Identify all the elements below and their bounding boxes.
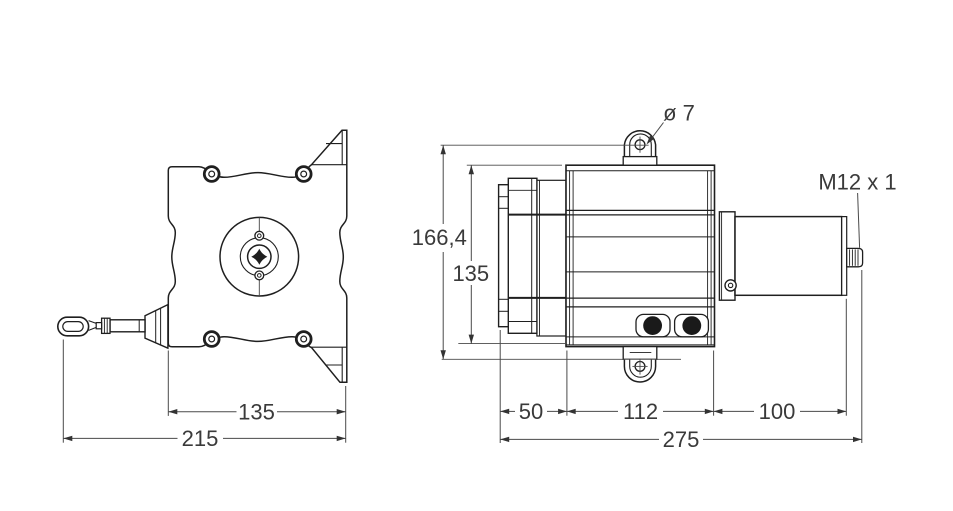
connector-body bbox=[734, 215, 843, 297]
side-connector-length-label: 100 bbox=[759, 399, 796, 424]
wire-outlet-cone bbox=[144, 303, 169, 350]
side-body-height-label: 135 bbox=[452, 261, 489, 286]
side-view bbox=[497, 130, 864, 383]
hub-screw-bottom bbox=[254, 270, 265, 281]
plate-front-face bbox=[497, 183, 510, 328]
hole-diameter-leader bbox=[646, 122, 664, 145]
screw-top-left bbox=[202, 165, 221, 183]
top-bracket bbox=[311, 130, 347, 166]
hub-screw-top bbox=[254, 230, 265, 241]
front-view bbox=[56, 129, 348, 384]
connector-cap bbox=[841, 216, 848, 296]
connector-assembly bbox=[718, 211, 864, 301]
screw-bottom-right bbox=[294, 330, 313, 348]
wire-link bbox=[95, 322, 103, 330]
indicator-dot-left bbox=[643, 316, 662, 335]
dim-front-plate-width bbox=[168, 409, 346, 415]
plate-slab bbox=[507, 177, 538, 335]
wire-assembly bbox=[56, 303, 169, 350]
dim-side-connector-length bbox=[713, 408, 847, 415]
side-overall-length-label: 275 bbox=[663, 427, 700, 452]
front-plate-width-label: 135 bbox=[238, 399, 275, 424]
bottom-bracket bbox=[311, 346, 347, 383]
thread-size-label: M12 x 1 bbox=[818, 170, 896, 195]
side-flange-depth-label: 50 bbox=[519, 399, 543, 424]
dim-side-body-length bbox=[566, 408, 714, 415]
wire-rod bbox=[109, 319, 146, 333]
thread-leader bbox=[857, 192, 861, 248]
housing-body bbox=[565, 164, 716, 348]
dimension-annotations bbox=[62, 122, 863, 443]
wire-thread-block bbox=[100, 317, 111, 335]
dim-side-overall-height bbox=[440, 145, 446, 360]
corner-screws bbox=[202, 165, 313, 348]
shaft-drive-star bbox=[251, 248, 268, 265]
dim-front-overall-width bbox=[63, 435, 346, 442]
dim-side-flange-depth bbox=[500, 408, 567, 415]
drum-hub bbox=[219, 216, 300, 297]
indicator-dot-right bbox=[682, 316, 702, 335]
dimension-texts: 135 215 166,4 135 50 112 100 275 ø 7 M12… bbox=[182, 100, 897, 452]
dim-side-overall-length bbox=[500, 436, 862, 443]
side-overall-height-label: 166,4 bbox=[412, 225, 467, 250]
flange-screw bbox=[724, 279, 737, 292]
wire-eyelet-inner bbox=[62, 321, 84, 333]
screw-bottom-left bbox=[202, 330, 221, 348]
top-mounting-lug bbox=[622, 130, 658, 166]
m12-stud bbox=[846, 247, 864, 268]
indicator-slots bbox=[635, 313, 710, 338]
hole-diameter-label: ø 7 bbox=[663, 100, 695, 125]
screw-top-right bbox=[294, 165, 313, 183]
dim-side-body-height bbox=[468, 165, 474, 344]
side-body-length-label: 112 bbox=[623, 399, 658, 424]
shaft-circle bbox=[246, 244, 272, 270]
front-overall-width-label: 215 bbox=[182, 426, 219, 451]
bottom-mounting-lug bbox=[622, 345, 658, 383]
plate-side-stack bbox=[497, 177, 567, 337]
